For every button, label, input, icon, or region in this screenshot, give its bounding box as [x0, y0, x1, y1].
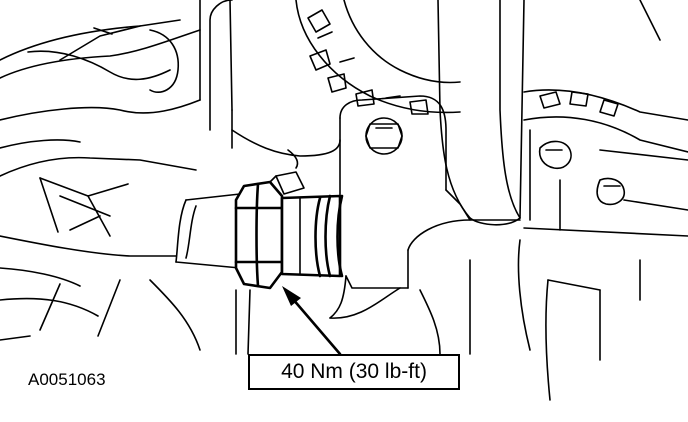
figure-id-label: A0051063 — [28, 370, 106, 389]
extension-bar — [175, 193, 241, 269]
left-bracket — [0, 156, 197, 341]
hex-nut — [234, 180, 284, 290]
callout-leader — [282, 286, 342, 356]
engine-block — [209, 0, 521, 319]
sensor-body — [269, 171, 344, 278]
timing-gear — [295, 0, 461, 115]
upper-left-components — [0, 0, 233, 149]
lower-structure — [149, 239, 641, 401]
mounting-bracket — [437, 0, 525, 226]
torque-callout: 40 Nm (30 lb-ft) — [248, 354, 460, 390]
right-components — [523, 0, 688, 237]
